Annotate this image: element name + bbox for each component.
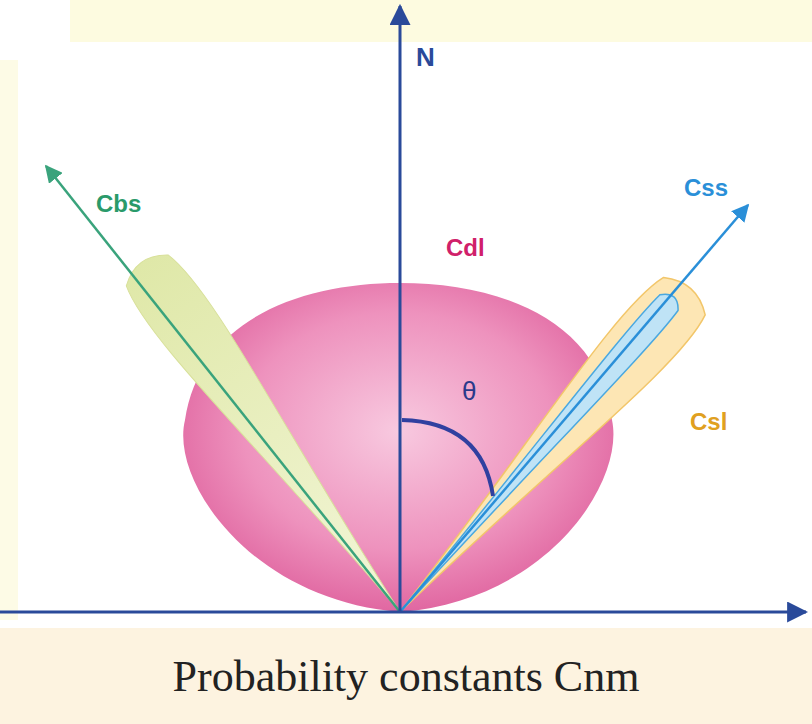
side-band xyxy=(0,60,18,620)
caption-band: Probability constants Cnm xyxy=(0,628,812,724)
angle-label: θ xyxy=(462,378,476,404)
angle-arc xyxy=(402,420,493,496)
surface-axis xyxy=(0,611,806,614)
axis-label: N xyxy=(416,44,435,70)
specular-arrow xyxy=(400,205,748,612)
lobe-label: Cbs xyxy=(96,192,141,216)
lobe-label: Csl xyxy=(690,410,727,434)
lobe-label: Cdl xyxy=(446,236,485,260)
caption: Probability constants Cnm xyxy=(173,651,640,702)
specular-lobe xyxy=(376,267,716,634)
backscatter-arrow xyxy=(46,166,400,612)
top-band xyxy=(70,0,812,42)
normal-axis xyxy=(399,6,402,612)
backscatter-lobe xyxy=(116,244,424,630)
lobe-label: Css xyxy=(684,176,728,200)
